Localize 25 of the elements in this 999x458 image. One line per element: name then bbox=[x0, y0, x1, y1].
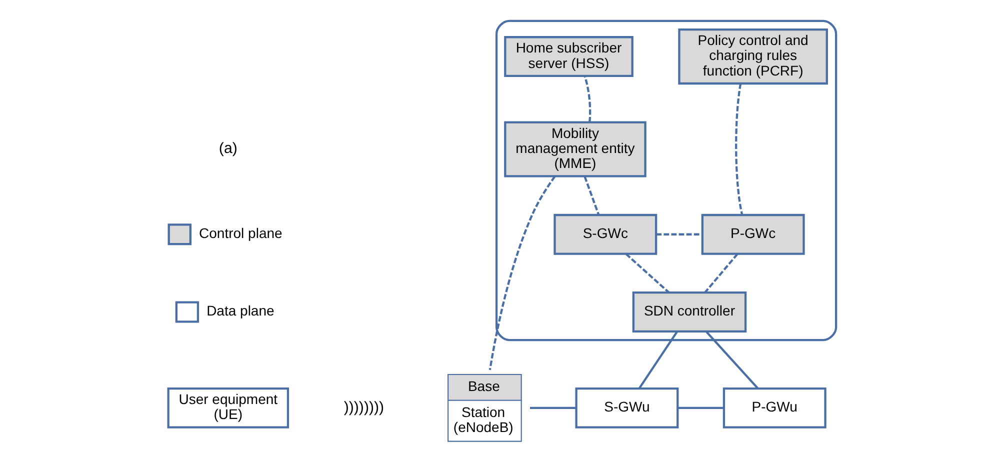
legend-label: Data plane bbox=[206, 302, 274, 319]
node-box: Home subscriber server (HSS) bbox=[504, 36, 634, 78]
legend-label: Control plane bbox=[199, 225, 282, 242]
connector bbox=[625, 253, 670, 294]
connector bbox=[638, 331, 678, 389]
node-box: Mobility management entity (MME) bbox=[504, 121, 646, 178]
node-box: P-GWc bbox=[701, 214, 805, 255]
connector bbox=[704, 253, 738, 294]
connector bbox=[656, 233, 702, 236]
label: (a) bbox=[218, 140, 238, 158]
node-box: P-GWu bbox=[722, 387, 826, 428]
cluster bbox=[495, 20, 838, 342]
connector bbox=[678, 406, 724, 409]
connector bbox=[530, 406, 576, 409]
connector bbox=[706, 330, 759, 390]
node-box: User equipment (UE) bbox=[167, 387, 290, 428]
connector bbox=[584, 76, 592, 122]
node-box: SDN controller bbox=[632, 292, 747, 332]
connector bbox=[735, 83, 744, 216]
node-box: Policy control and charging rules function (PCRF) bbox=[678, 28, 828, 85]
node-box: S-GWu bbox=[575, 387, 679, 428]
connector bbox=[488, 176, 556, 370]
label: )))))))) bbox=[344, 398, 384, 416]
node-box: S-GWc bbox=[554, 214, 658, 255]
connector bbox=[584, 176, 600, 215]
